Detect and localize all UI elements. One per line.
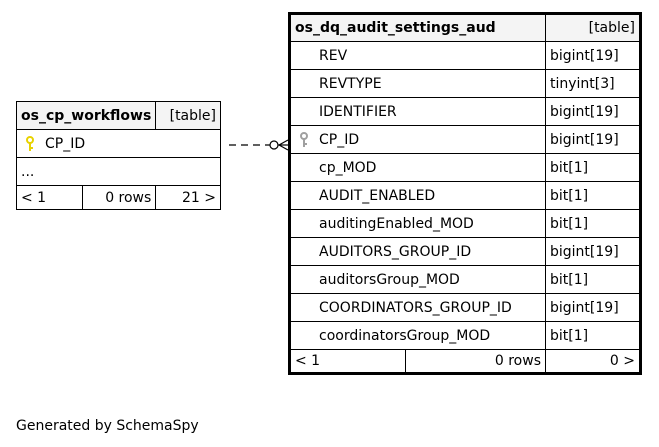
column-type: tinyint[3]: [545, 69, 641, 98]
table-os-cp-workflows[interactable]: os_cp_workflows [table] CP_ID ... < 1 0 …: [15, 101, 221, 210]
table-os-dq-audit-settings-aud[interactable]: os_dq_audit_settings_aud [table] REV big…: [288, 12, 642, 375]
parents-count[interactable]: < 1: [289, 349, 406, 374]
column-type: bigint[19]: [545, 237, 641, 266]
children-count[interactable]: 0 >: [545, 349, 641, 374]
column-cp-mod[interactable]: cp_MOD: [289, 153, 546, 182]
column-audit-enabled[interactable]: AUDIT_ENABLED: [289, 181, 546, 210]
column-auditors-group-id[interactable]: AUDITORS_GROUP_ID: [289, 237, 546, 266]
column-auditing-enabled-mod[interactable]: auditingEnabled_MOD: [289, 209, 546, 238]
column-type: bigint[19]: [545, 125, 641, 154]
column-revtype[interactable]: REVTYPE: [289, 69, 546, 98]
children-count[interactable]: 21 >: [155, 185, 221, 210]
column-rev[interactable]: REV: [289, 41, 546, 70]
table-title[interactable]: os_dq_audit_settings_aud: [289, 13, 546, 42]
column-type: bigint[19]: [545, 293, 641, 322]
generated-by-label: Generated by SchemaSpy: [16, 418, 199, 434]
column-auditors-group-mod[interactable]: auditorsGroup_MOD: [289, 265, 546, 294]
row-count: 0 rows: [405, 349, 546, 374]
column-type: bigint[19]: [545, 97, 641, 126]
column-type: bit[1]: [545, 265, 641, 294]
column-cp-id[interactable]: CP_ID: [289, 125, 546, 154]
column-type: bit[1]: [545, 153, 641, 182]
column-identifier[interactable]: IDENTIFIER: [289, 97, 546, 126]
table-kind: [table]: [545, 13, 641, 42]
column-coordinators-group-mod[interactable]: coordinatorsGroup_MOD: [289, 321, 546, 350]
column-coordinators-group-id[interactable]: COORDINATORS_GROUP_ID: [289, 293, 546, 322]
table-kind: [table]: [155, 101, 221, 130]
primary-key-icon: [26, 136, 34, 151]
column-type: bigint[19]: [545, 41, 641, 70]
column-type: bit[1]: [545, 321, 641, 350]
more-columns-ellipsis: ...: [16, 157, 221, 186]
column-type: bit[1]: [545, 209, 641, 238]
row-count: 0 rows: [82, 185, 157, 210]
column-type: bit[1]: [545, 181, 641, 210]
parents-count[interactable]: < 1: [15, 185, 84, 210]
column-cp-id[interactable]: CP_ID: [16, 129, 221, 158]
foreign-key-icon: [300, 132, 308, 147]
table-title[interactable]: os_cp_workflows: [15, 101, 157, 130]
